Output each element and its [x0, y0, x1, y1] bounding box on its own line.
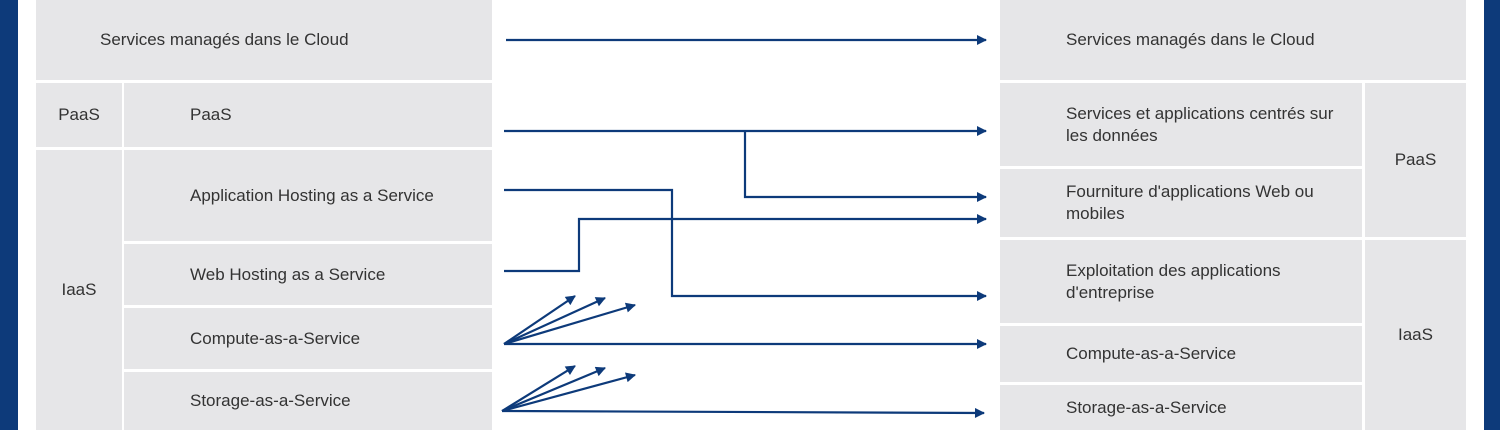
arrow-web-hosting-to-web-mobile — [504, 214, 987, 273]
right-item-label: Fourniture d'applications Web ou mobiles — [1066, 182, 1314, 223]
left-group-paas-label: PaaS — [58, 105, 100, 124]
right-group-paas-label: PaaS — [1394, 150, 1437, 169]
right-item-enterprise-apps: Exploitation des applications d'entrepri… — [1000, 240, 1362, 323]
arrow-compute-fan-3 — [503, 302, 636, 346]
right-item-data-centric: Services et applications centrés sur les… — [1000, 83, 1362, 166]
left-header-cell: Services managés dans le Cloud — [36, 0, 492, 80]
left-item-paas: PaaS — [124, 83, 492, 147]
left-header-label: Services managés dans le Cloud — [100, 30, 349, 49]
right-item-label: Storage-as-a-Service — [1066, 397, 1227, 417]
arrow-storage-fan-3 — [501, 372, 636, 413]
arrow-storage-fan-1 — [501, 365, 576, 412]
left-item-storage: Storage-as-a-Service — [124, 372, 492, 430]
arrow-storage-fan-2 — [501, 366, 606, 413]
left-group-iaas: IaaS — [36, 150, 122, 430]
left-item-label: Application Hosting as a Service — [190, 185, 434, 205]
arrow-application-hosting-to-enterprise-apps — [504, 188, 987, 301]
left-item-application-hosting: Application Hosting as a Service — [124, 150, 492, 241]
arrow-compute-fan-1 — [503, 295, 576, 345]
right-item-label: Compute-as-a-Service — [1066, 344, 1237, 363]
right-item-label: Exploitation des applications d'entrepri… — [1066, 260, 1281, 302]
left-group-iaas-label: IaaS — [61, 280, 97, 299]
arrow-compute-fan-2 — [503, 296, 606, 346]
right-group-iaas-label: IaaS — [1398, 325, 1433, 344]
right-header-label: Services managés dans le Cloud — [1066, 30, 1315, 49]
right-header-cell: Services managés dans le Cloud — [1000, 0, 1466, 80]
right-item-label: Services et applications centrés sur les… — [1066, 103, 1334, 145]
left-group-paas: PaaS — [36, 83, 122, 147]
right-group-paas: PaaS — [1365, 83, 1466, 237]
left-item-web-hosting: Web Hosting as a Service — [124, 244, 492, 305]
right-frame-border — [1484, 0, 1500, 430]
left-frame-border — [0, 0, 18, 430]
right-group-iaas: IaaS — [1365, 240, 1466, 430]
left-item-compute: Compute-as-a-Service — [124, 308, 492, 369]
left-item-label: Web Hosting as a Service — [190, 264, 386, 284]
right-item-compute: Compute-as-a-Service — [1000, 326, 1362, 382]
right-item-storage: Storage-as-a-Service — [1000, 385, 1362, 430]
left-item-label: PaaS — [190, 105, 232, 124]
arrow-storage-to-storage — [501, 407, 985, 418]
left-item-label: Storage-as-a-Service — [190, 391, 351, 410]
right-item-web-mobile: Fourniture d'applications Web ou mobiles — [1000, 169, 1362, 237]
arrow-paas-to-web-mobile — [743, 131, 987, 202]
left-item-label: Compute-as-a-Service — [190, 328, 361, 348]
